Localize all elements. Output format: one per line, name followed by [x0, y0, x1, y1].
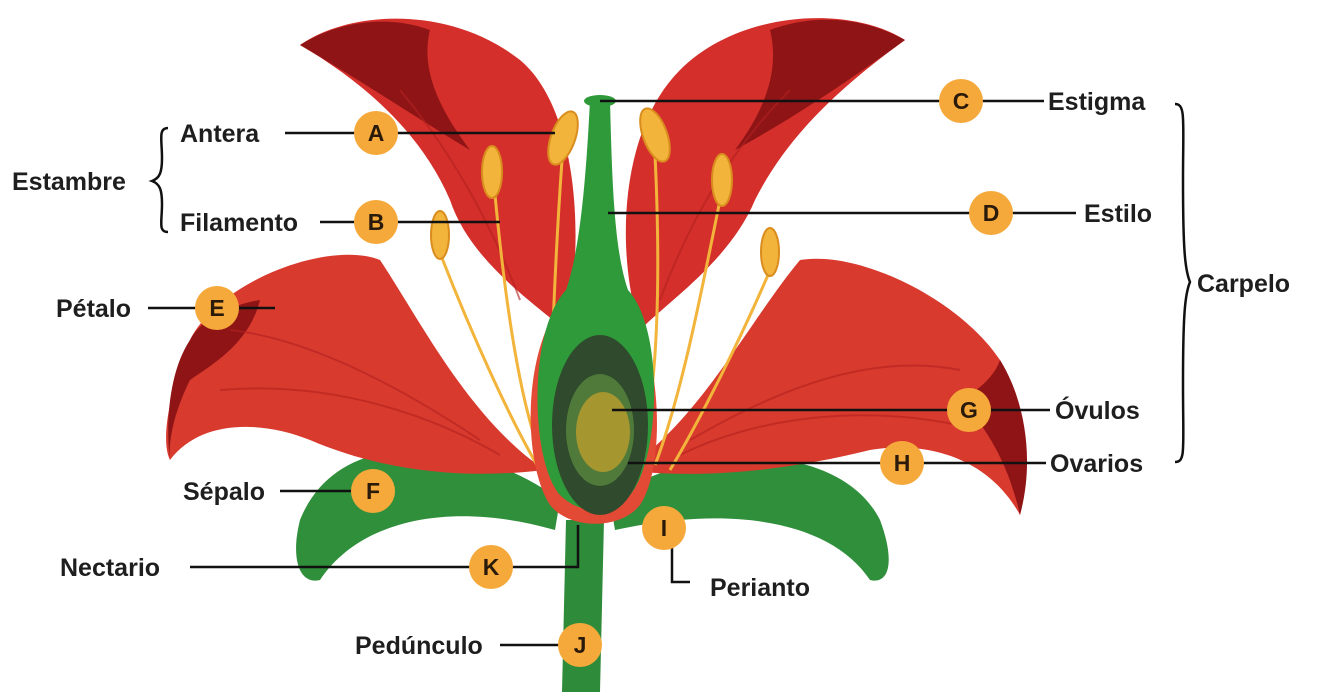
svg-text:G: G [960, 397, 978, 423]
svg-text:I: I [661, 515, 667, 541]
marker-d: D [969, 191, 1013, 235]
marker-a: A [354, 111, 398, 155]
label-pedunculo: Pedúnculo [355, 632, 483, 660]
label-antera: Antera [180, 120, 260, 148]
label-ovarios: Ovarios [1050, 450, 1143, 478]
label-estambre: Estambre [12, 168, 126, 196]
marker-b: B [354, 200, 398, 244]
svg-text:K: K [483, 554, 500, 580]
marker-g: G [947, 388, 991, 432]
svg-text:J: J [574, 632, 587, 658]
carpelo-brace [1175, 104, 1190, 462]
label-petalo: Pétalo [56, 295, 131, 323]
svg-text:D: D [983, 200, 1000, 226]
marker-k: K [469, 545, 513, 589]
estambre-brace [152, 128, 168, 232]
ovule-shape [576, 392, 630, 472]
label-filamento: Filamento [180, 209, 298, 237]
svg-text:F: F [366, 478, 380, 504]
label-nectario: Nectario [60, 554, 160, 582]
svg-text:A: A [368, 120, 385, 146]
svg-text:B: B [368, 209, 385, 235]
marker-j: J [558, 623, 602, 667]
label-perianto: Perianto [710, 574, 810, 602]
label-sepalo: Sépalo [183, 478, 265, 506]
marker-h: H [880, 441, 924, 485]
marker-e: E [195, 286, 239, 330]
svg-text:H: H [894, 450, 911, 476]
marker-f: F [351, 469, 395, 513]
svg-text:C: C [953, 88, 970, 114]
label-estilo: Estilo [1084, 200, 1152, 228]
marker-i: I [642, 506, 686, 550]
label-carpelo: Carpelo [1197, 270, 1290, 298]
label-estigma: Estigma [1048, 88, 1146, 116]
svg-text:E: E [209, 295, 224, 321]
label-ovulos: Óvulos [1055, 395, 1140, 425]
marker-c: C [939, 79, 983, 123]
